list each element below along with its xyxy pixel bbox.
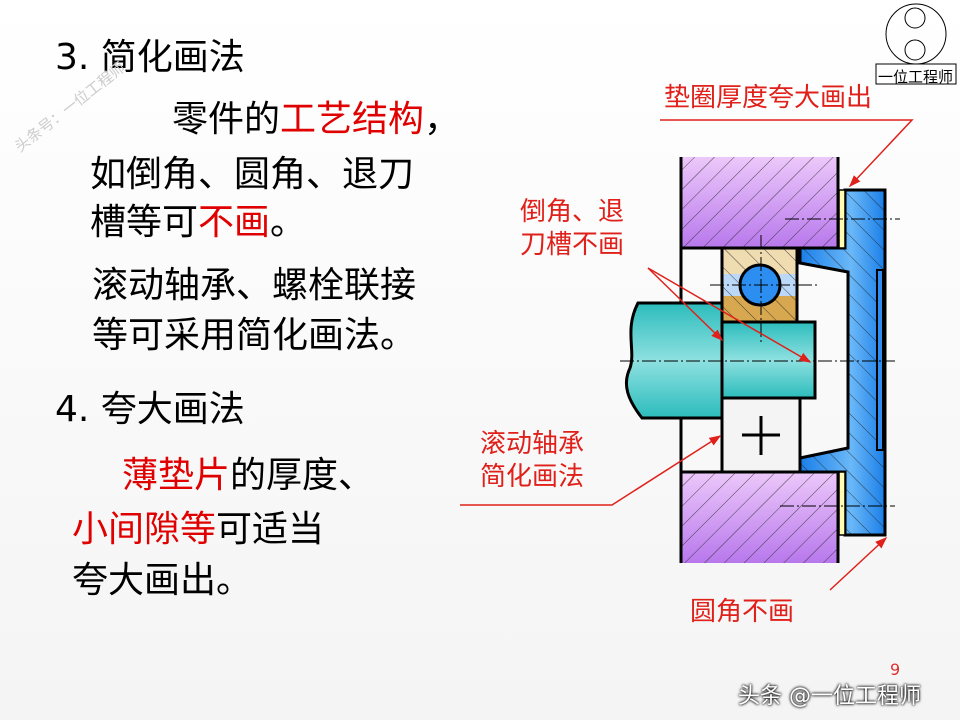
label-washer: 垫圈厚度夸大画出: [664, 83, 873, 113]
section3-title: 3. 简化画法: [55, 37, 245, 78]
text-line: 如倒角、圆角、退刀: [90, 154, 415, 195]
label-chamfer: 倒角、退刀槽不画: [520, 197, 625, 260]
logo-text: 一位工程师: [878, 68, 954, 86]
housing-top: [679, 157, 840, 250]
label-bearing: 滚动轴承简化画法: [480, 429, 585, 492]
label-fillet: 圆角不画: [690, 597, 795, 627]
section4-title: 4. 夸大画法: [55, 389, 245, 430]
leader-lines: [460, 119, 914, 591]
watermark: 头条 @一位工程师: [738, 684, 921, 709]
text-line: 槽等可不画。: [90, 202, 307, 243]
text-line: 滚动轴承、螺栓联接: [92, 265, 417, 306]
page-number: 9: [890, 660, 901, 679]
text-line: 夸大画出。: [72, 560, 253, 601]
logo: [875, 3, 957, 85]
bearing: [720, 246, 799, 324]
text-line: 小间隙等可适当: [72, 509, 325, 550]
text-line: 等可采用简化画法。: [92, 315, 417, 356]
housing-bottom: [679, 470, 840, 563]
text-line: 零件的工艺结构，: [172, 99, 461, 140]
bearing-simplified: [720, 396, 802, 474]
washer-bottom: [838, 471, 846, 536]
text-line: 薄垫片的厚度、: [122, 455, 375, 496]
